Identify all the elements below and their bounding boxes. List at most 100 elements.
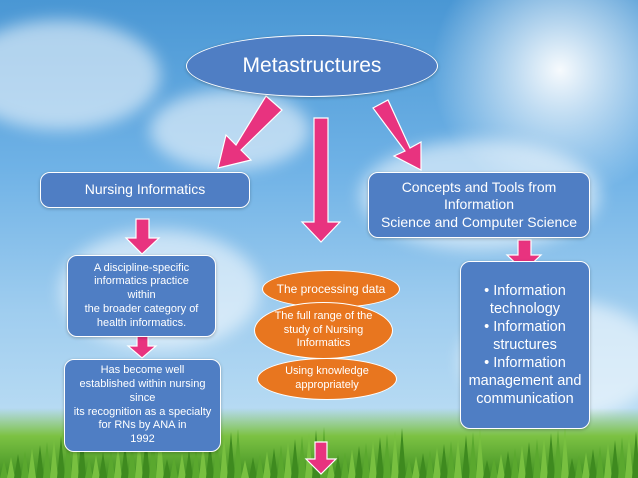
- full-range-text: The full range of the study of Nursing I…: [274, 309, 373, 350]
- knowledge-oval: Using knowledge appropriately: [257, 358, 397, 400]
- grass-blade: [482, 460, 491, 478]
- grass-blade: [298, 436, 307, 478]
- grass-blade: [284, 442, 292, 478]
- grass-blade: [539, 436, 548, 478]
- grass-blade: [248, 457, 257, 478]
- nursing-informatics-label: Nursing Informatics: [84, 181, 206, 198]
- grass-blade: [560, 427, 569, 478]
- grass-blade: [241, 460, 250, 478]
- grass-blade: [177, 453, 186, 478]
- grass-blade: [191, 447, 200, 478]
- grass-blade: [340, 452, 349, 478]
- grass-blade: [142, 434, 150, 478]
- grass-blade: [454, 438, 463, 478]
- discipline-box: A discipline-specific informatics practi…: [67, 255, 216, 337]
- grass-blade: [120, 443, 129, 478]
- grass-blade: [575, 455, 584, 478]
- arrow-to-center: [300, 117, 342, 243]
- concepts-tools-label: Concepts and Tools from Information Scie…: [380, 178, 578, 230]
- grass-blade: [546, 433, 555, 478]
- grass-blade: [113, 446, 122, 478]
- grass-blade: [305, 433, 314, 478]
- grass-blade: [525, 442, 534, 478]
- grass-blade: [610, 440, 619, 478]
- grass-blade: [227, 432, 236, 478]
- grass-blade: [326, 458, 335, 478]
- grass-blade: [184, 450, 193, 478]
- grass-blade: [532, 439, 541, 478]
- grass-blade: [497, 454, 505, 478]
- grass-blade: [333, 455, 342, 478]
- grass-blade: [220, 435, 229, 478]
- discipline-text: A discipline-specific informatics practi…: [84, 261, 199, 329]
- grass-blade: [553, 430, 562, 478]
- grass-blade: [418, 453, 427, 478]
- grass-blade: [461, 435, 470, 478]
- grass-blade: [127, 440, 136, 478]
- processing-data-text: The processing data: [276, 281, 386, 296]
- grass-blade: [63, 433, 72, 478]
- grass-blade: [376, 437, 385, 478]
- grass-blade: [404, 459, 413, 478]
- grass-blade: [14, 454, 23, 478]
- grass-blade: [397, 428, 406, 478]
- arrow-to-left-box-2: [126, 333, 158, 359]
- grass-blade: [106, 449, 115, 478]
- grass-blade: [440, 444, 449, 478]
- grass-blade: [426, 450, 434, 478]
- title-text: Metastructures: [242, 53, 382, 77]
- concepts-tools-box: Concepts and Tools from Information Scie…: [368, 172, 590, 238]
- grass-blade: [92, 455, 101, 478]
- grass-blade: [596, 446, 605, 478]
- grass-blade: [56, 436, 65, 478]
- grass-blade: [213, 438, 221, 478]
- title-oval: Metastructures: [186, 35, 438, 97]
- grass-blade: [0, 460, 8, 478]
- grass-blade: [511, 448, 520, 478]
- grass-blade: [28, 448, 37, 478]
- grass-blade: [35, 445, 44, 478]
- grass-blade: [21, 451, 30, 478]
- grass-blade: [7, 457, 16, 478]
- grass-blade: [149, 431, 158, 478]
- grass-blade: [347, 449, 356, 478]
- arrow-to-nursing-informatics: [217, 95, 283, 169]
- grass-blade: [624, 434, 633, 478]
- grass-blade: [234, 429, 243, 478]
- grass-blade: [447, 441, 456, 478]
- grass-blade: [99, 452, 108, 478]
- arrow-to-left-box-1: [124, 218, 161, 255]
- grass-blade: [433, 447, 442, 478]
- grass-blade: [603, 443, 612, 478]
- grass-blade: [518, 445, 527, 478]
- grass-blade: [134, 437, 143, 478]
- grass-blade: [582, 452, 591, 478]
- established-box: Has become well established within nursi…: [64, 359, 221, 452]
- information-text: • Information technology • Information s…: [468, 282, 582, 408]
- grass-blade: [475, 429, 484, 478]
- grass-blade: [276, 445, 285, 478]
- grass-blade: [468, 432, 477, 478]
- grass-blade: [71, 430, 79, 478]
- grass-blade: [383, 434, 392, 478]
- grass-blade: [198, 444, 207, 478]
- grass-blade: [262, 451, 271, 478]
- full-range-oval: The full range of the study of Nursing I…: [254, 302, 393, 359]
- cloud: [0, 20, 160, 130]
- arrow-to-concepts-tools: [372, 99, 422, 171]
- grass-blade: [390, 431, 399, 478]
- grass-blade: [489, 457, 498, 478]
- grass-blade: [85, 458, 94, 478]
- grass-blade: [291, 439, 300, 478]
- grass-blade: [78, 427, 87, 478]
- grass-blade: [170, 456, 179, 478]
- grass-blade: [369, 440, 378, 478]
- arrow-bottom-center: [304, 441, 338, 475]
- established-text: Has become well established within nursi…: [73, 364, 212, 445]
- information-box: • Information technology • Information s…: [460, 261, 590, 429]
- grass-blade: [156, 428, 165, 478]
- grass-blade: [411, 456, 420, 478]
- nursing-informatics-box: Nursing Informatics: [40, 172, 250, 208]
